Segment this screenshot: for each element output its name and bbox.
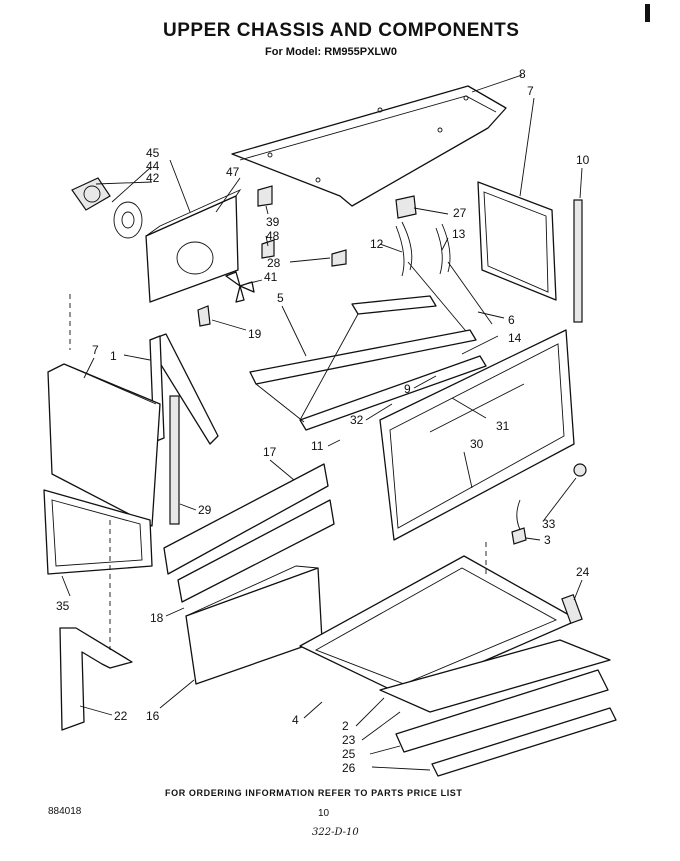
alignment-lines: [69, 294, 487, 650]
corner-mark: [645, 4, 650, 22]
part-motor-assembly: [71, 177, 143, 239]
part-blower-housing: [145, 188, 242, 303]
part-rod: [561, 593, 583, 625]
part-channel: [163, 463, 335, 603]
callout-16: 16: [146, 709, 160, 723]
part-back-panel: [43, 489, 153, 575]
callout-27: 27: [453, 206, 467, 220]
callout-33: 33: [542, 517, 556, 531]
part-lower-bracket: [59, 627, 133, 731]
part-vertical-strip: [573, 199, 583, 323]
callout-14: 14: [508, 331, 522, 345]
callout-1: 1: [110, 349, 117, 363]
handwritten-note: 322-D-10: [312, 827, 359, 838]
part-right-side-panel: [477, 181, 557, 301]
callout-8: 8: [519, 67, 526, 81]
callout-29: 29: [198, 503, 212, 517]
callout-31: 31: [496, 419, 510, 433]
part-wire-harness: [395, 221, 493, 337]
callout-41: 41: [264, 270, 278, 284]
callout-18: 18: [150, 611, 164, 625]
part-frame-rails: [249, 295, 487, 431]
callout-2: 2: [342, 719, 349, 733]
callout-13: 13: [452, 227, 466, 241]
callout-5: 5: [277, 291, 284, 305]
leader-lines: [61, 74, 583, 771]
callout-35: 35: [56, 599, 70, 613]
part-small-brackets: [197, 185, 417, 327]
model-subtitle: For Model: RM955PXLW0: [265, 46, 398, 58]
callout-39: 39: [266, 215, 280, 229]
callout-25: 25: [342, 747, 356, 761]
callout-9: 9: [404, 382, 411, 396]
part-door-panel: [379, 329, 575, 541]
callout-17: 17: [263, 445, 277, 459]
part-wire-clip: [511, 463, 587, 545]
callout-7-left: 7: [92, 343, 99, 357]
callout-19: 19: [248, 327, 262, 341]
callout-48: 48: [266, 229, 280, 243]
callout-24: 24: [576, 565, 590, 579]
callout-22: 22: [114, 709, 128, 723]
callout-10: 10: [576, 153, 590, 167]
document-code: 884018: [48, 806, 82, 817]
callout-44: 44: [146, 159, 160, 173]
callout-7: 7: [527, 84, 534, 98]
callout-labels: 8 7 10 45 44 42 47 39 48 28 41 27 12 13 …: [56, 67, 590, 775]
part-fan-blade: [225, 271, 255, 303]
callout-12: 12: [370, 237, 384, 251]
callout-3: 3: [544, 533, 551, 547]
callout-42: 42: [146, 171, 160, 185]
page-number: 10: [318, 808, 330, 819]
callout-28: 28: [267, 256, 281, 270]
callout-11: 11: [311, 439, 324, 453]
callout-23: 23: [342, 733, 356, 747]
part-lower-trays: [379, 639, 617, 777]
ordering-info-footer: FOR ORDERING INFORMATION REFER TO PARTS …: [165, 788, 463, 798]
callout-45: 45: [146, 146, 160, 160]
part-left-side-panel: [47, 363, 161, 527]
page-title: UPPER CHASSIS AND COMPONENTS: [163, 20, 520, 41]
callout-6: 6: [508, 313, 515, 327]
part-top-cover: [231, 85, 507, 207]
part-corner-post: [169, 395, 180, 525]
callout-47: 47: [226, 165, 240, 179]
callout-32: 32: [350, 413, 364, 427]
callout-4: 4: [292, 713, 299, 727]
callout-30: 30: [470, 437, 484, 451]
callout-26: 26: [342, 761, 356, 775]
part-left-brace: [149, 333, 219, 445]
